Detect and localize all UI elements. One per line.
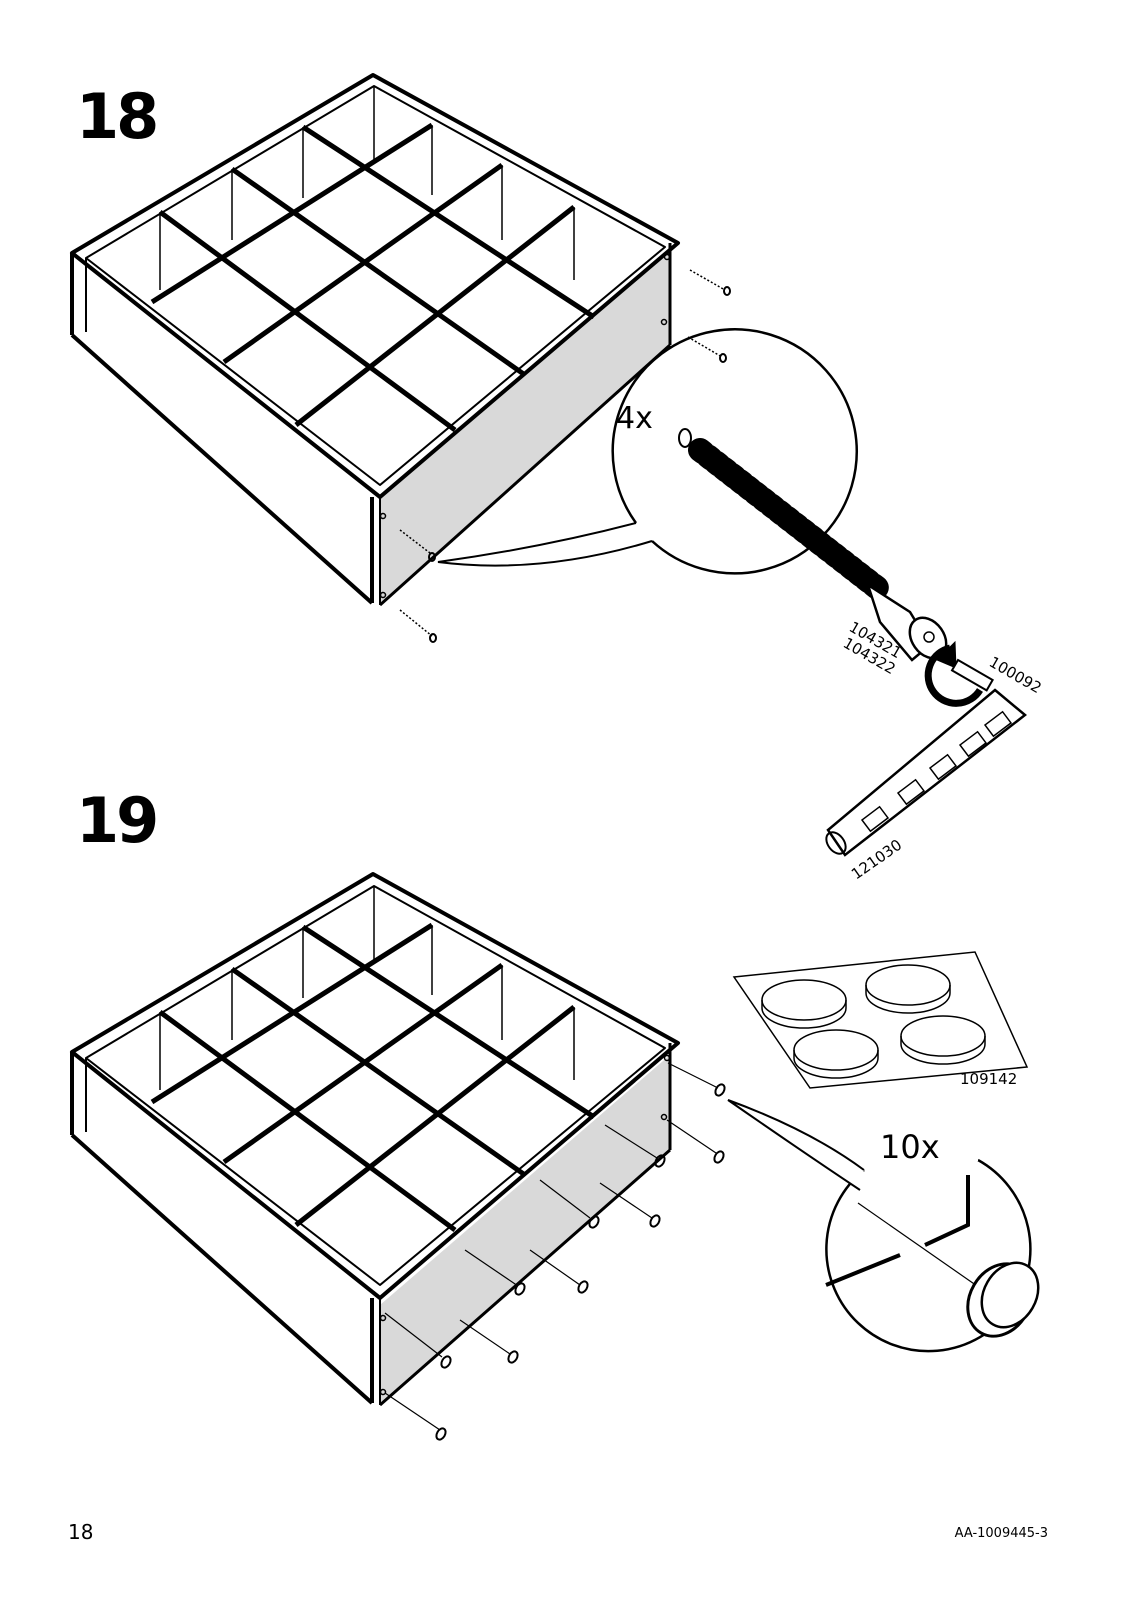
bumper-sheet (732, 951, 1029, 1089)
step-number-18: 18 (76, 80, 159, 153)
step-number-19: 19 (76, 784, 159, 857)
screw-callout-18 (437, 328, 948, 662)
callout-quantity-19: 10x (880, 1128, 940, 1166)
hex-key-tool (825, 640, 1027, 857)
bumper-callout-19 (727, 1099, 1040, 1353)
shelf-unit-step18 (70, 73, 731, 643)
document-code: AA-1009445-3 (954, 1526, 1048, 1541)
shelf-unit-step19 (70, 872, 726, 1441)
callout-quantity-18: 4x (616, 401, 653, 436)
part-label-109142: 109142 (960, 1070, 1017, 1088)
page-number: 18 (68, 1520, 94, 1544)
